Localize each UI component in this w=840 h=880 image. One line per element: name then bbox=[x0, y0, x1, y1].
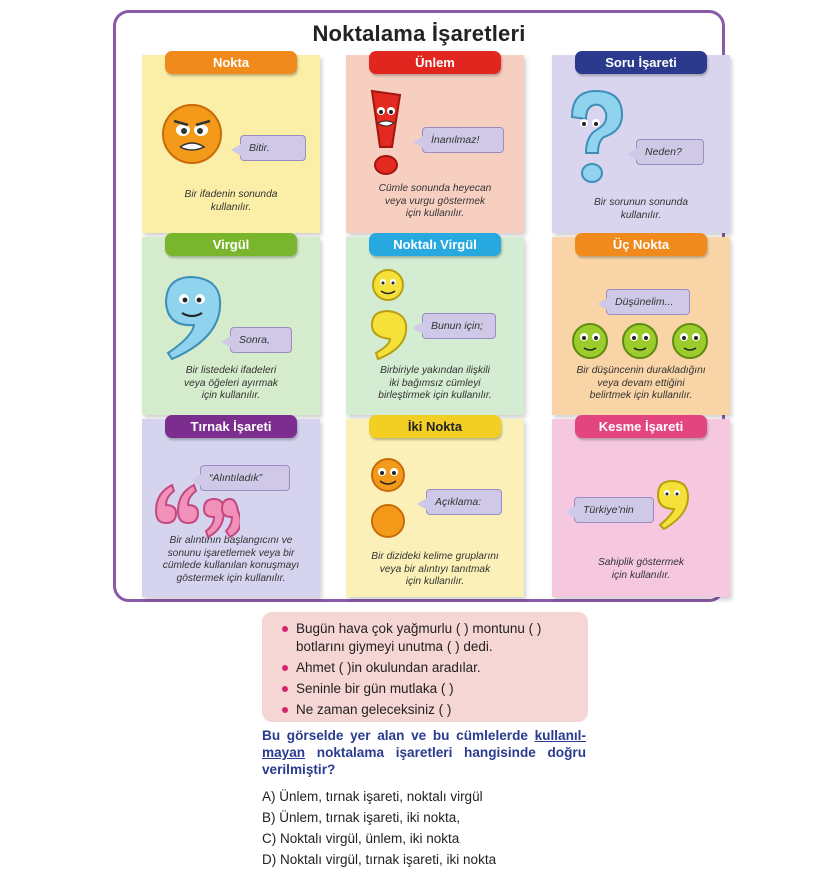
list-item: Ahmet ( )in okulundan aradılar. bbox=[282, 659, 580, 677]
speech-bubble: Bitir. bbox=[231, 135, 306, 161]
card-desc: Bir alıntının başlangıcını ve sonunu işa… bbox=[162, 535, 300, 584]
card-desc: Cümle sonunda heyecan veya vurgu gösterm… bbox=[378, 183, 492, 219]
speech-bubble: Türkiye’nin bbox=[565, 497, 654, 523]
speech-bubble: Açıklama: bbox=[417, 489, 502, 515]
exclamation-mark-icon bbox=[370, 89, 402, 175]
sentence-list-box: Bugün hava çok yağmurlu ( ) montunu ( ) … bbox=[262, 612, 588, 722]
card-label: İki Nokta bbox=[369, 415, 501, 438]
card-soru-isareti: Soru İşareti Neden? Bir sorunun sonunda … bbox=[552, 51, 730, 233]
stem-text: noktalama işaretleri hangisinde doğru ve… bbox=[262, 745, 586, 777]
card-label: Virgül bbox=[165, 233, 297, 256]
card-label: Tırnak İşareti bbox=[165, 415, 297, 438]
semicolon-icon bbox=[370, 269, 408, 361]
speech-bubble: Bunun için; bbox=[413, 313, 496, 339]
card-label: Nokta bbox=[165, 51, 297, 74]
card-iki-nokta: İki Nokta Açıklama: Bir dizideki kelime … bbox=[346, 415, 524, 597]
card-kesme-isareti: Kesme İşareti Türkiye’nin Sahiplik göste… bbox=[552, 415, 730, 597]
speech-bubble: İnanılmaz! bbox=[413, 127, 504, 153]
list-item: Ne zaman geleceksiniz ( ) bbox=[282, 701, 580, 719]
card-desc: Birbiriyle yakından ilişkili iki bağımsı… bbox=[378, 365, 492, 401]
question-mark-icon bbox=[570, 89, 624, 183]
card-label: Noktalı Virgül bbox=[369, 233, 501, 256]
card-uc-nokta: Üç Nokta Düşünelim... Bir düşüncenin dur… bbox=[552, 233, 730, 415]
colon-icon bbox=[371, 458, 405, 538]
option-b[interactable]: B) Ünlem, tırnak işareti, iki nokta, bbox=[262, 810, 461, 825]
stem-underlined: kullanıl-mayan bbox=[262, 728, 586, 760]
speech-bubble: Neden? bbox=[627, 139, 704, 165]
answer-options: A) Ünlem, tırnak işareti, noktalı virgül… bbox=[262, 786, 496, 870]
option-a[interactable]: A) Ünlem, tırnak işareti, noktalı virgül bbox=[262, 789, 483, 804]
card-unlem: Ünlem İnanılmaz! Cümle sonunda heyecan v… bbox=[346, 51, 524, 233]
card-label: Kesme İşareti bbox=[575, 415, 707, 438]
three-dots-icon bbox=[572, 323, 708, 359]
comma-icon bbox=[164, 275, 222, 361]
list-item: Bugün hava çok yağmurlu ( ) montunu ( ) … bbox=[282, 620, 580, 656]
card-label: Soru İşareti bbox=[575, 51, 707, 74]
stem-text: Bu görselde yer alan ve bu cümlelerde bbox=[262, 728, 535, 743]
card-desc: Bir ifadenin sonunda kullanılır. bbox=[184, 189, 278, 213]
card-label: Üç Nokta bbox=[575, 233, 707, 256]
card-desc: Bir sorunun sonunda kullanılır. bbox=[593, 197, 688, 221]
card-desc: Sahiplik göstermek için kullanılır. bbox=[597, 557, 685, 581]
option-c[interactable]: C) Noktalı virgül, ünlem, iki nokta bbox=[262, 831, 460, 846]
card-desc: Bir dizideki kelime gruplarını veya bir … bbox=[371, 551, 499, 587]
speech-bubble: Sonra, bbox=[221, 327, 292, 353]
option-d[interactable]: D) Noktalı virgül, tırnak işareti, iki n… bbox=[262, 852, 497, 867]
angry-dot-icon bbox=[162, 104, 222, 164]
speech-bubble: Düşünelim... bbox=[597, 289, 690, 315]
list-item: Seninle bir gün mutlaka ( ) bbox=[282, 680, 580, 698]
poster: Noktalama İşaretleri Nokta Bitir. Bir if… bbox=[113, 10, 730, 602]
poster-title: Noktalama İşaretleri bbox=[312, 21, 526, 46]
card-desc: Bir düşüncenin durakladığını veya devam … bbox=[576, 365, 706, 401]
card-noktali-virgul: Noktalı Virgül Bunun için; Birbiriyle ya… bbox=[346, 233, 524, 415]
card-label: Ünlem bbox=[369, 51, 501, 74]
question-stem: Bu görselde yer alan ve bu cümlelerde ku… bbox=[262, 727, 586, 778]
card-nokta: Nokta Bitir. Bir ifadenin sonunda kullan… bbox=[142, 51, 320, 233]
quotation-marks-icon bbox=[154, 483, 240, 539]
apostrophe-icon bbox=[656, 479, 690, 531]
card-desc: Bir listedeki ifadeleri veya öğeleri ayı… bbox=[184, 365, 278, 401]
speech-bubble: “Alıntıladık” bbox=[191, 465, 290, 491]
card-virgul: Virgül Sonra, Bir listedeki ifadeleri ve… bbox=[142, 233, 320, 415]
card-tirnak-isareti: Tırnak İşareti “Alıntıladık” Bir alıntın… bbox=[142, 415, 320, 597]
